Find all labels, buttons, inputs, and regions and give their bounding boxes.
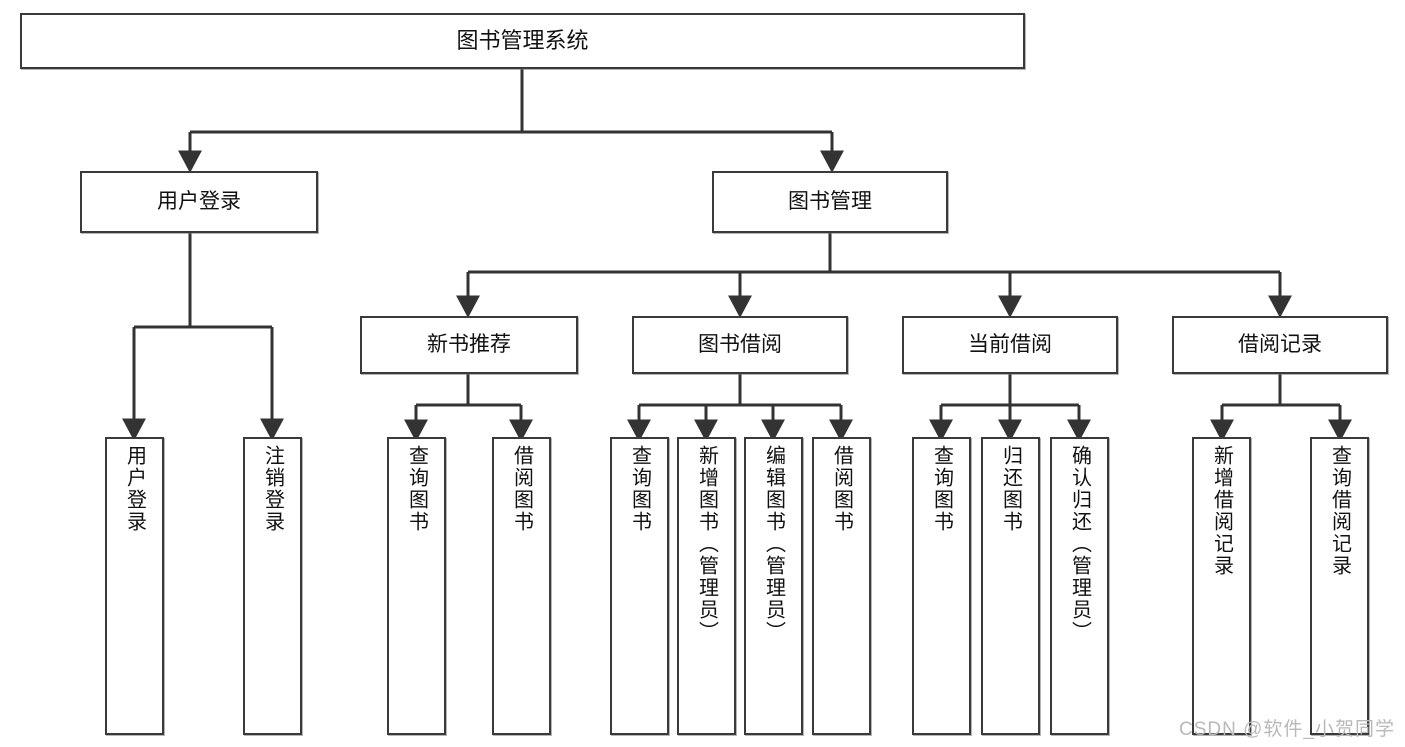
node-leaf-query-book-1[interactable]: 查询图书 xyxy=(387,437,446,735)
node-leaf-query-book-2[interactable]: 查询图书 xyxy=(610,437,669,735)
node-new-book-rec[interactable]: 新书推荐 xyxy=(360,316,578,374)
node-leaf-query-book-2-label: 查询图书 xyxy=(628,445,651,533)
node-book-manage[interactable]: 图书管理 xyxy=(712,171,948,233)
node-leaf-borrow-book-1[interactable]: 借阅图书 xyxy=(492,437,551,735)
node-leaf-return-book[interactable]: 归还图书 xyxy=(981,437,1040,735)
node-current-borrow-label: 当前借阅 xyxy=(968,332,1052,356)
node-leaf-add-book-label: 新增图书（管理员） xyxy=(695,445,718,643)
node-leaf-user-login-label: 用户登录 xyxy=(123,445,146,533)
node-leaf-edit-book-label: 编辑图书（管理员） xyxy=(762,445,785,643)
node-book-manage-label: 图书管理 xyxy=(788,189,872,213)
node-user-login[interactable]: 用户登录 xyxy=(80,171,318,233)
node-leaf-add-record-label: 新增借阅记录 xyxy=(1210,445,1233,577)
node-leaf-logout[interactable]: 注销登录 xyxy=(243,437,302,735)
node-leaf-user-login[interactable]: 用户登录 xyxy=(105,437,164,735)
node-leaf-edit-book[interactable]: 编辑图书（管理员） xyxy=(744,437,803,735)
node-leaf-logout-label: 注销登录 xyxy=(261,445,284,533)
node-borrow-record-label: 借阅记录 xyxy=(1238,332,1322,356)
node-book-borrow-label: 图书借阅 xyxy=(698,332,782,356)
node-borrow-record[interactable]: 借阅记录 xyxy=(1172,316,1388,374)
node-current-borrow[interactable]: 当前借阅 xyxy=(902,316,1118,374)
node-root-label: 图书管理系统 xyxy=(456,28,589,54)
node-leaf-confirm-return-label: 确认归还（管理员） xyxy=(1068,445,1091,643)
node-leaf-return-book-label: 归还图书 xyxy=(999,445,1022,533)
node-new-book-rec-label: 新书推荐 xyxy=(427,332,511,356)
node-leaf-confirm-return[interactable]: 确认归还（管理员） xyxy=(1050,437,1109,735)
node-user-login-label: 用户登录 xyxy=(157,189,241,213)
node-book-borrow[interactable]: 图书借阅 xyxy=(632,316,848,374)
node-leaf-query-record-label: 查询借阅记录 xyxy=(1328,445,1351,577)
node-leaf-borrow-book-2-label: 借阅图书 xyxy=(830,445,853,533)
node-leaf-query-book-1-label: 查询图书 xyxy=(405,445,428,533)
node-leaf-borrow-book-1-label: 借阅图书 xyxy=(510,445,533,533)
node-leaf-borrow-book-2[interactable]: 借阅图书 xyxy=(812,437,871,735)
node-leaf-query-book-3[interactable]: 查询图书 xyxy=(912,437,971,735)
node-leaf-query-record[interactable]: 查询借阅记录 xyxy=(1310,437,1369,735)
node-leaf-add-book[interactable]: 新增图书（管理员） xyxy=(677,437,736,735)
node-root[interactable]: 图书管理系统 xyxy=(20,13,1025,69)
node-leaf-add-record[interactable]: 新增借阅记录 xyxy=(1192,437,1251,735)
node-leaf-query-book-3-label: 查询图书 xyxy=(930,445,953,533)
